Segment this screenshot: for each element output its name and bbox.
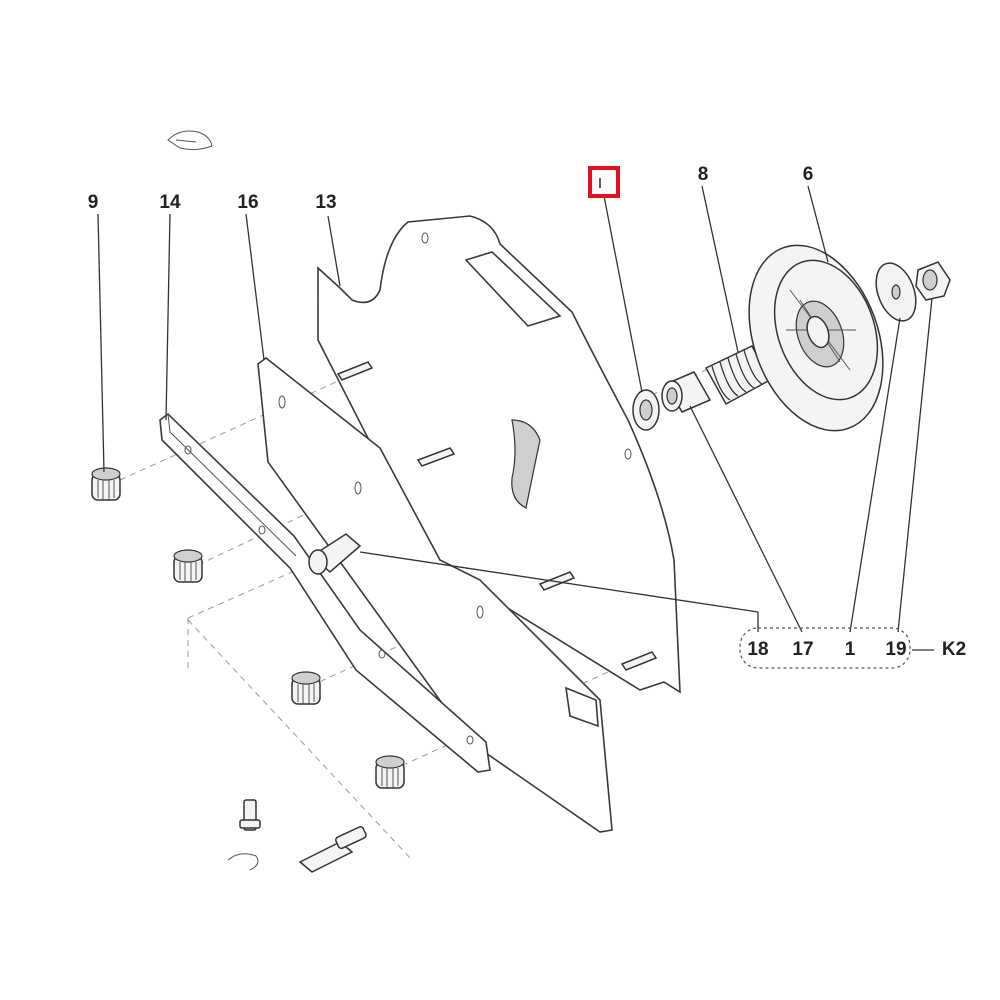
label-part-9: 9	[88, 192, 99, 213]
bushing-17	[661, 371, 712, 413]
kit-group-outline	[739, 627, 911, 669]
label-part-8: 8	[698, 164, 709, 185]
label-part-19: 19	[885, 639, 906, 660]
spring-8	[704, 345, 772, 406]
label-part-6: 6	[803, 164, 814, 185]
washer-1	[875, 262, 917, 322]
plate-13	[317, 215, 681, 694]
label-part-13: 13	[315, 192, 336, 213]
label-part-14: 14	[159, 192, 181, 213]
partial-top-part	[167, 130, 213, 151]
pulley-6	[748, 244, 884, 432]
highlighted-callout-box[interactable]	[588, 166, 620, 198]
rail-14	[159, 412, 491, 773]
plate-studs	[336, 361, 658, 671]
bearing-part	[632, 389, 660, 431]
knurled-nut-9	[91, 467, 405, 789]
leader-lines	[97, 185, 934, 651]
label-part-1: 1	[845, 639, 856, 660]
bottom-bolts	[227, 799, 367, 873]
label-part-16: 16	[237, 192, 258, 213]
spacer-18	[308, 533, 362, 575]
label-kit-k2: K2	[942, 639, 966, 660]
label-part-18: 18	[747, 639, 768, 660]
nut-19	[915, 261, 951, 301]
label-part-17: 17	[792, 639, 813, 660]
plate-16	[257, 356, 613, 833]
